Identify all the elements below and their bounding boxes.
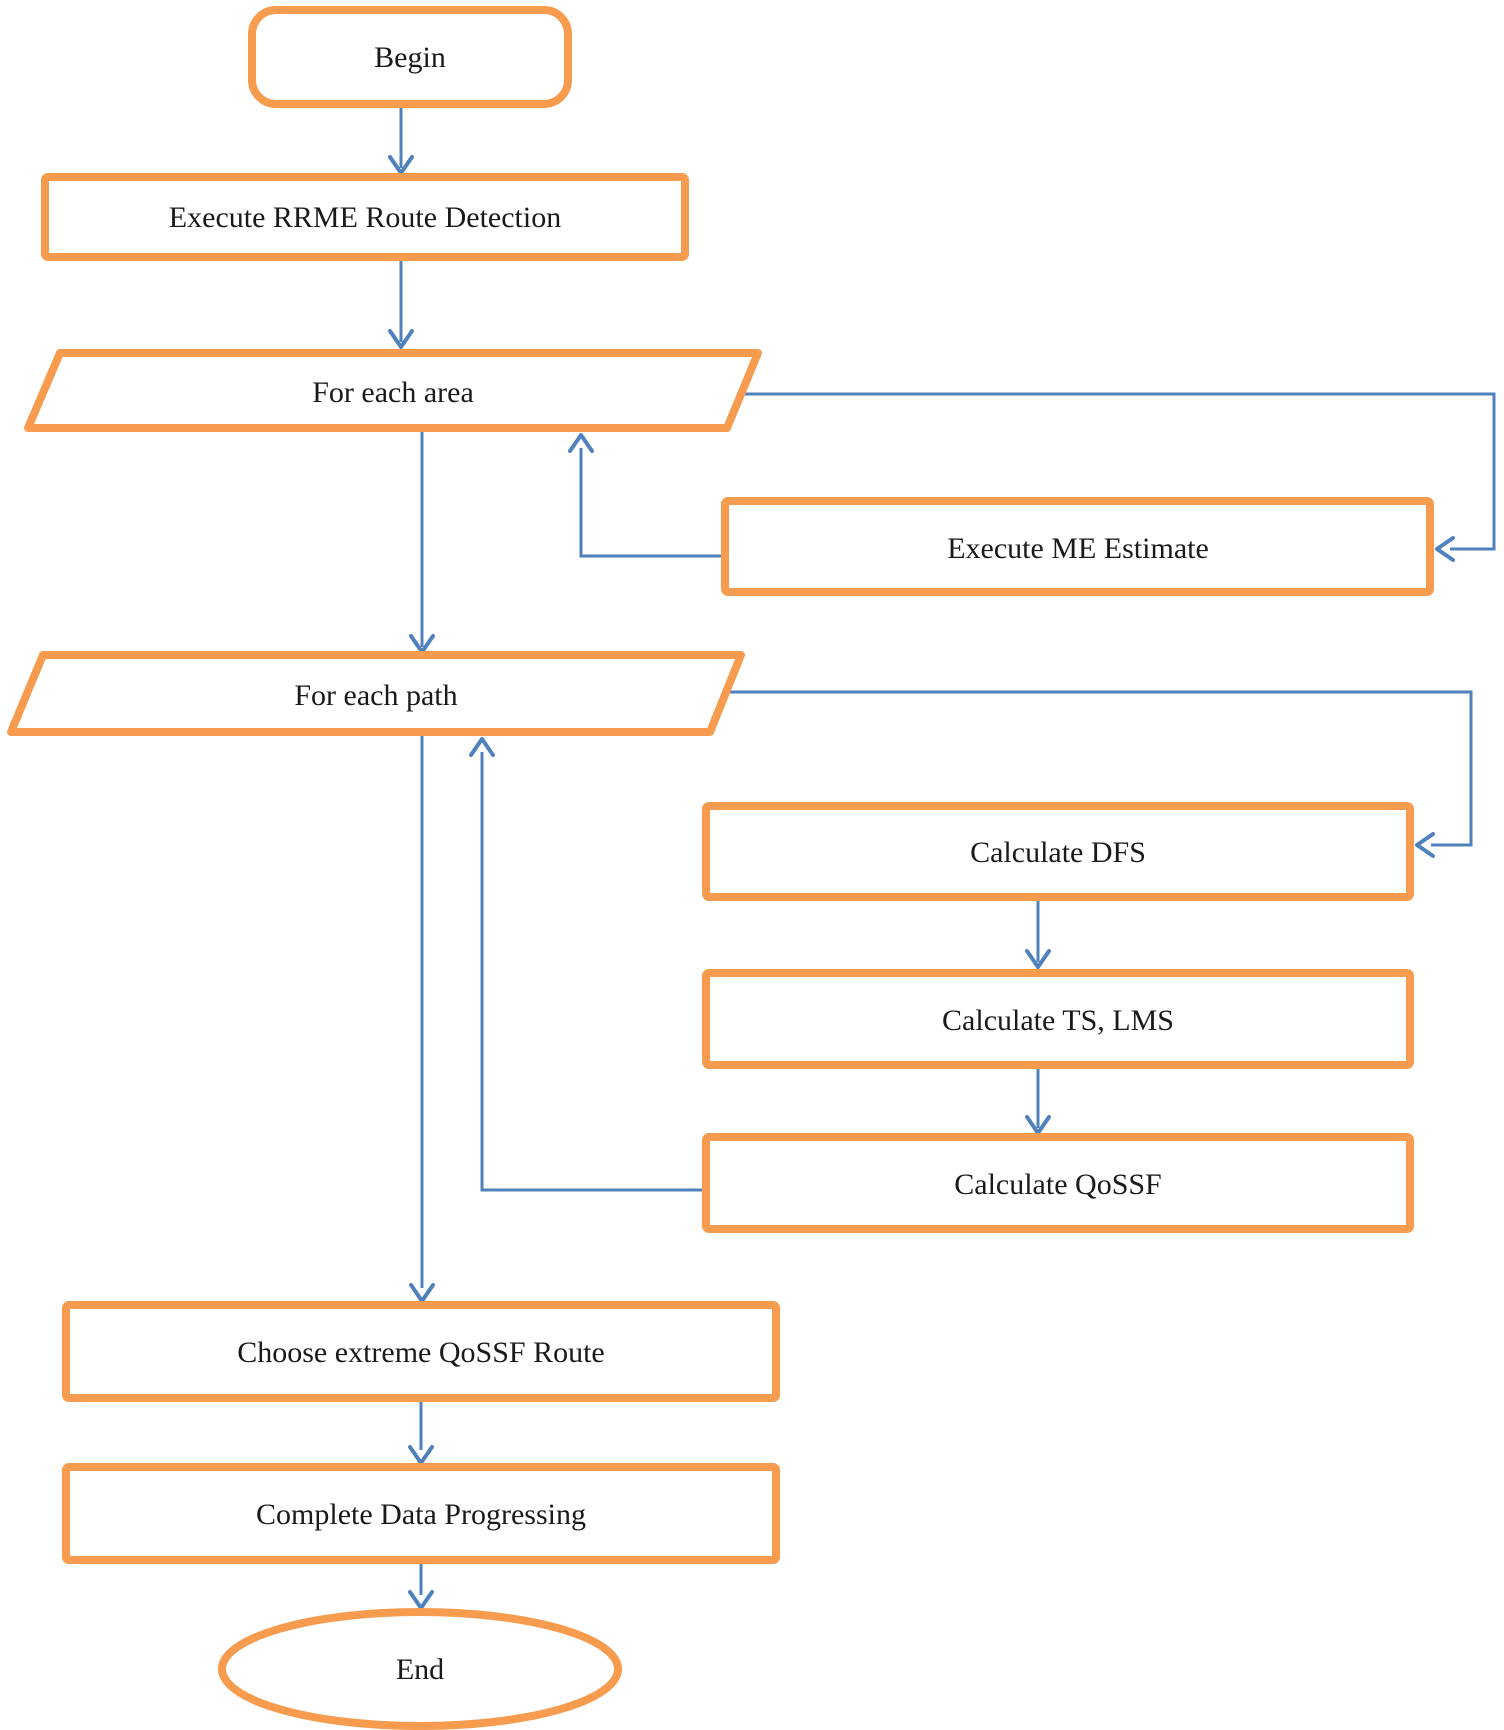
node-execute-rrme: [41, 173, 689, 261]
node-begin-label: Begin: [374, 41, 446, 74]
edge-area-me-estimate: [744, 392, 1496, 551]
node-choose-route-label: Choose extreme QoSSF Route: [237, 1336, 605, 1369]
arrowhead-area-me-estimate: [1435, 536, 1455, 562]
arrowhead-dfs-ts-lms: [1025, 949, 1051, 969]
node-calculate-dfs-label: Calculate DFS: [970, 836, 1146, 869]
node-execute-me-estimate: [721, 497, 1434, 596]
node-for-each-path: [7, 651, 745, 736]
node-for-each-area: [24, 349, 762, 432]
edge-path-dfs: [726, 690, 1473, 847]
node-labels: Begin Execute RRME Route Detection For e…: [169, 41, 1209, 1686]
arrowhead-me-estimate-area: [568, 433, 594, 453]
node-calculate-ts-lms: [702, 969, 1414, 1069]
node-calculate-qossf: [702, 1133, 1414, 1233]
node-execute-me-estimate-label: Execute ME Estimate: [947, 532, 1209, 565]
nodes: [7, 6, 1434, 1730]
node-for-each-path-label: For each path: [294, 679, 457, 712]
node-execute-rrme-label: Execute RRME Route Detection: [169, 201, 561, 234]
edge-qossf-path: [480, 752, 703, 1192]
node-complete-data-label: Complete Data Progressing: [256, 1498, 586, 1531]
arrowhead-rrme-area: [388, 329, 414, 349]
node-end: [218, 1608, 622, 1730]
arrowhead-path-dfs: [1415, 832, 1435, 858]
edges: [388, 108, 1496, 1610]
node-calculate-ts-lms-label: Calculate TS, LMS: [942, 1004, 1174, 1037]
edge-me-estimate-area: [579, 448, 722, 558]
node-choose-route: [62, 1301, 780, 1402]
node-end-label: End: [396, 1653, 444, 1686]
node-begin: [248, 6, 572, 108]
node-complete-data: [62, 1463, 780, 1564]
arrowhead-complete-end: [408, 1590, 434, 1610]
node-calculate-qossf-label: Calculate QoSSF: [954, 1168, 1162, 1201]
arrowhead-qossf-path: [469, 737, 495, 757]
node-calculate-dfs: [702, 802, 1414, 901]
node-for-each-area-label: For each area: [312, 376, 474, 409]
